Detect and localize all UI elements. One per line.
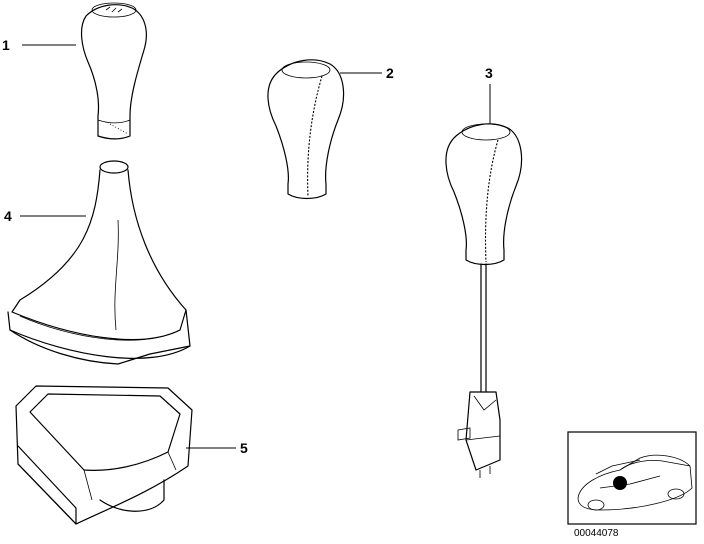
callout-5: 5 [240,440,248,456]
part-number: 00044078 [574,528,619,539]
callout-4: 4 [4,208,12,224]
vehicle-location-inset [567,431,697,525]
part-2-leather-gear-knob [267,59,345,200]
part-3-illuminated-gear-knob [445,123,523,478]
part-1-gear-knob [80,2,147,140]
part-4-shift-boot [7,160,191,365]
callout-2: 2 [386,65,394,81]
location-marker [613,476,627,490]
part-5-boot-frame [15,385,193,525]
callout-1: 1 [2,37,10,53]
callout-3: 3 [485,65,493,81]
